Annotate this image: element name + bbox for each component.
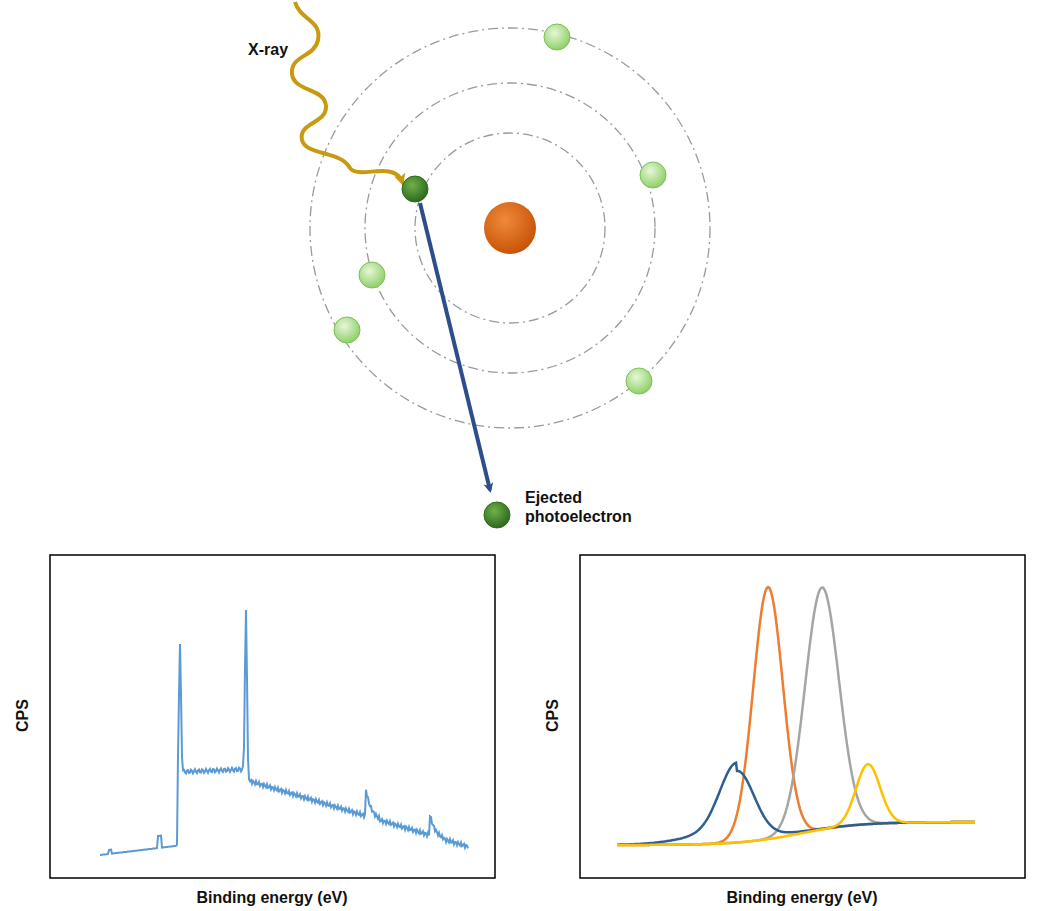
illustration-label: Ejected photoelectron: [525, 488, 645, 526]
x-ray-wave: [292, 2, 402, 182]
peak-curve: [617, 587, 975, 845]
excited-electron: [402, 176, 428, 202]
peak-curve: [617, 764, 975, 845]
detail-plot-frame: [580, 555, 1025, 878]
axis-title-x: Binding energy (eV): [196, 888, 347, 907]
orbits: [310, 28, 710, 428]
electrons: [334, 24, 666, 394]
fitted-peaks: [617, 587, 975, 845]
peak-curve: [617, 588, 975, 845]
survey-spectrum: [100, 610, 468, 855]
survey-plot-frame: [50, 555, 495, 878]
axis-title-x: Binding energy (eV): [726, 888, 877, 907]
nucleus: [484, 202, 536, 254]
photoelectron-path: [420, 203, 490, 490]
axis-title-y: CPS: [542, 700, 561, 733]
axis-title-y: CPS: [12, 700, 31, 733]
peak-curve: [617, 763, 975, 845]
survey-curve: [100, 610, 468, 855]
illustration-label: X-ray: [248, 40, 288, 59]
ejected-electron: [484, 502, 510, 528]
